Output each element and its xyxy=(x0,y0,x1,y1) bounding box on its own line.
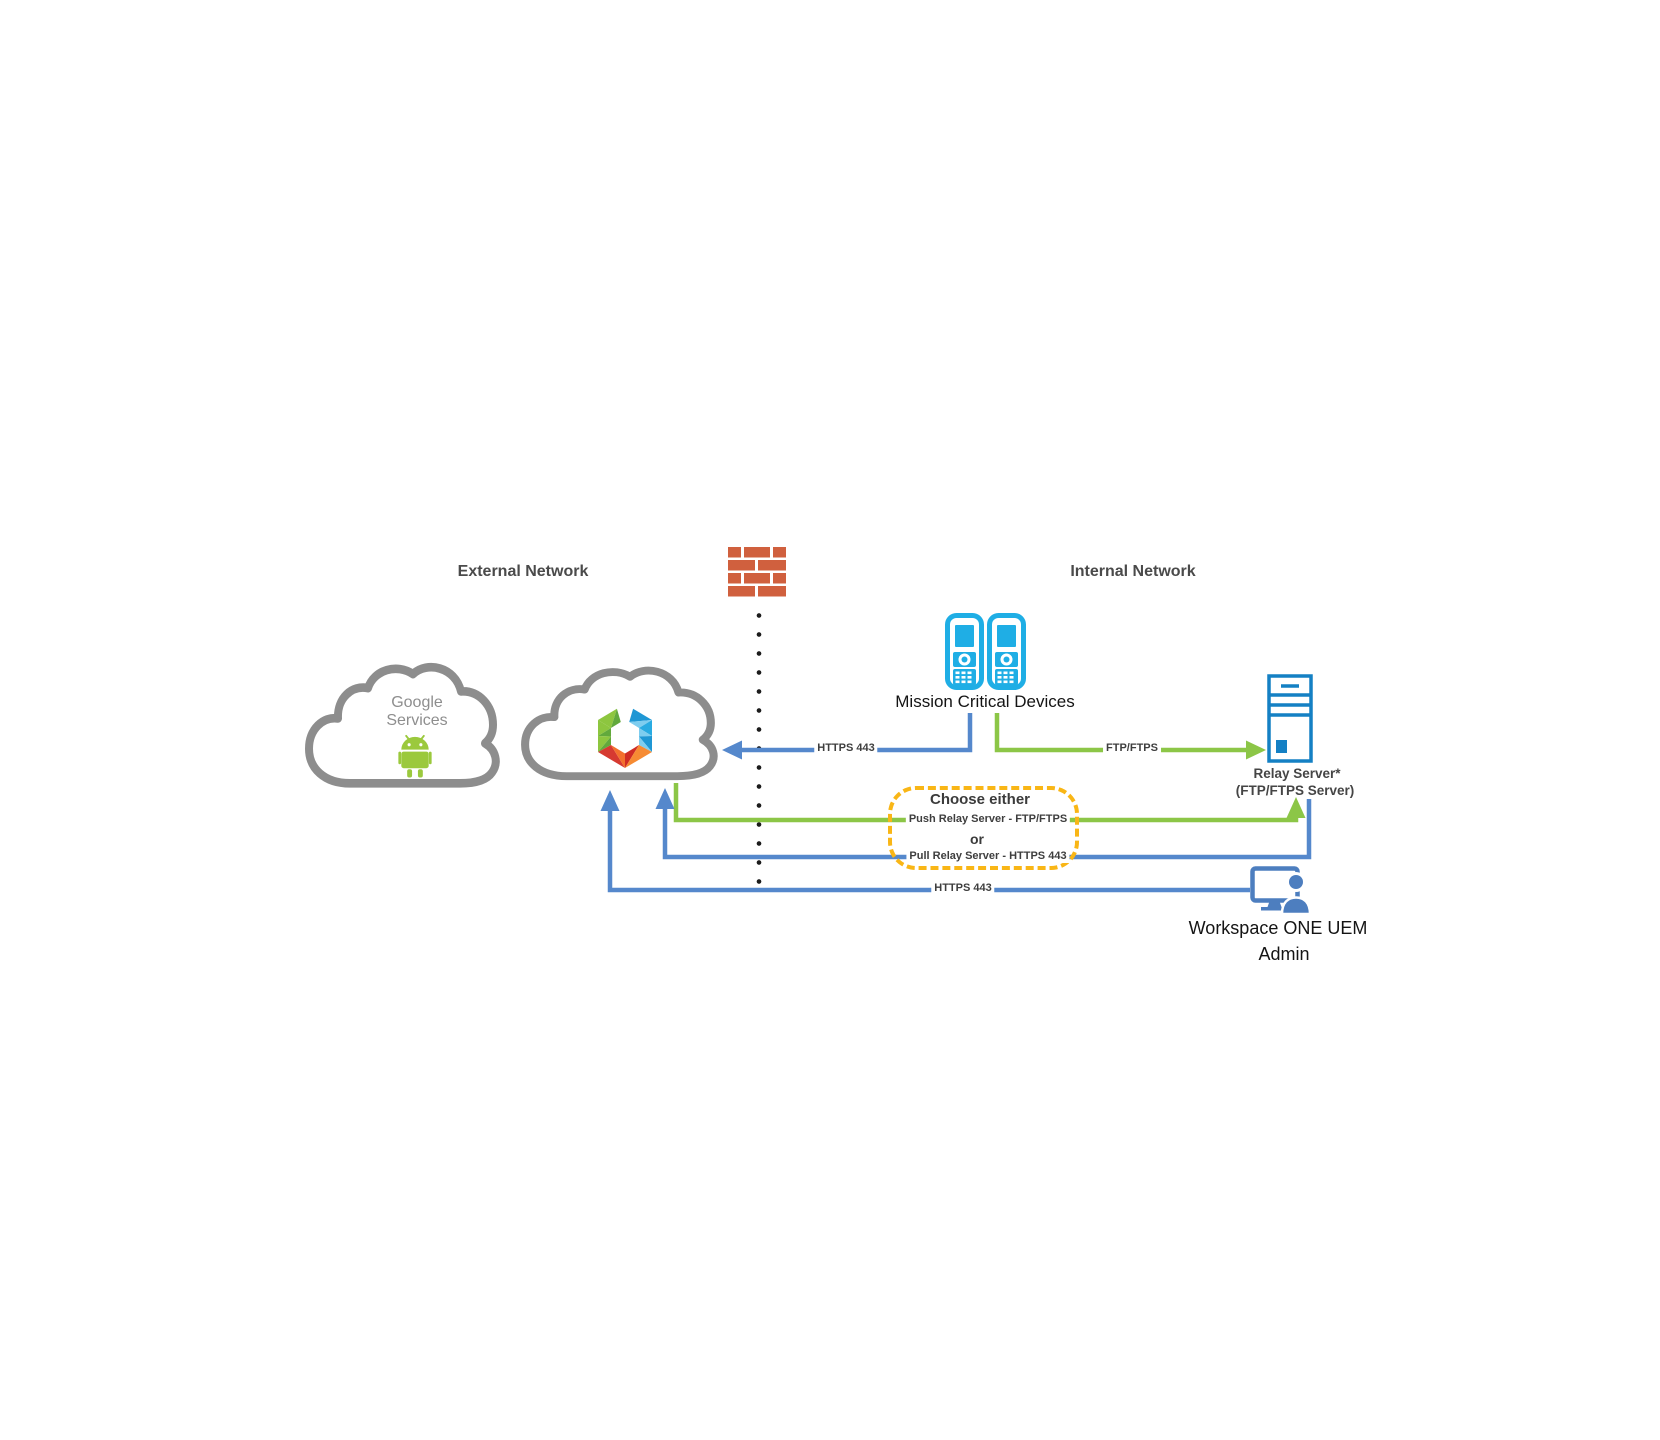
google-services-cloud xyxy=(305,662,500,788)
admin-label-line2: Admin xyxy=(1258,944,1310,964)
arrowhead-devices-to-relay xyxy=(1246,740,1266,760)
relay-server-label-line1: Relay Server* xyxy=(1253,766,1341,781)
workspace-one-hexagon-logo xyxy=(598,708,652,768)
label-push-relay: Push Relay Server - FTP/FTPS xyxy=(905,813,1071,826)
choose-either-title: Choose either xyxy=(925,791,1035,808)
label-ftp-ftps: FTP/FTPS xyxy=(1103,742,1161,755)
relay-server-label-line2: (FTP/FTPS Server) xyxy=(1235,783,1355,798)
android-icon xyxy=(398,734,432,778)
google-cloud-label: Google Services xyxy=(386,694,447,730)
google-cloud-label-line1: Google xyxy=(391,694,443,711)
external-network-title: External Network xyxy=(457,563,589,580)
admin-label-line1: Workspace ONE UEM xyxy=(1188,918,1368,938)
rugged-handheld-icon xyxy=(987,613,1026,690)
firewall-brick-icon xyxy=(728,547,786,597)
admin-workstation-icon xyxy=(1250,866,1312,914)
internal-network-title: Internal Network xyxy=(1070,563,1196,580)
rugged-handheld-icon xyxy=(945,613,984,690)
choose-either-or: or xyxy=(966,831,988,847)
arrowhead-push-relay xyxy=(1286,797,1306,818)
google-cloud-label-line2: Services xyxy=(386,712,448,729)
label-pull-relay: Pull Relay Server - HTTPS 443 xyxy=(906,850,1070,863)
server-tower-icon xyxy=(1267,674,1313,763)
arrowhead-admin-to-uem xyxy=(600,790,620,811)
network-boundary-dotted-line xyxy=(756,606,762,898)
mission-critical-devices-label: Mission Critical Devices xyxy=(895,692,1075,711)
label-https-443-admin: HTTPS 443 xyxy=(931,882,995,895)
mission-critical-devices-icons xyxy=(945,613,1026,690)
arrowhead-pull-relay xyxy=(655,788,675,809)
choose-either-box xyxy=(888,786,1079,870)
label-https-443-devices: HTTPS 443 xyxy=(814,742,878,755)
workspace-one-uem-cloud xyxy=(521,666,718,781)
